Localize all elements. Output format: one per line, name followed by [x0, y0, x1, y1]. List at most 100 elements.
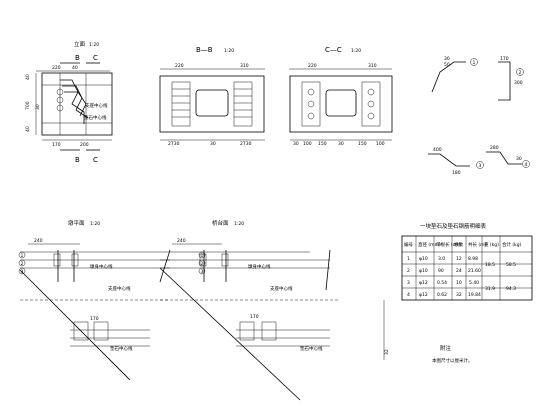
- section-mark-c-bottom: C: [93, 156, 98, 164]
- td-0-0: 1: [407, 256, 410, 262]
- rebar-table: 一块垫石及垫石钢筋明细表 编号 直径 (mm) 单根长 (cm) 根数 共长 (…: [401, 222, 533, 301]
- bb-dim-top-1: 220: [175, 63, 184, 69]
- abutment-plan-view: 桥台面 1:20 240 1 2 3 墩身中心线 支座中心线 垫石中心线 170…: [159, 219, 390, 401]
- td-0-6: 58.5: [506, 262, 516, 268]
- abut-plan-title: 桥台面: [212, 219, 229, 227]
- notes-line-1: 本图尺寸以厘米计。: [432, 357, 473, 364]
- pier-mark-1: 1: [21, 253, 24, 259]
- elevation-scale: 1:20: [89, 42, 99, 48]
- cc-dim-bot-1: 30: [293, 141, 299, 147]
- abut-marks: 1 2 3: [198, 251, 206, 275]
- td-0-1: φ10: [419, 256, 428, 262]
- section-cc-scale: 1:20: [351, 48, 361, 54]
- table-row: 2 φ10 90 24 21.60: [407, 268, 481, 274]
- notes-title: 附注: [440, 344, 452, 352]
- elev-dim-left-1: 40: [25, 74, 31, 80]
- elev-dim-top-1: 220: [52, 65, 61, 71]
- section-mark-b-top: B: [75, 54, 80, 62]
- cc-dim-bot-4: 30: [338, 141, 344, 147]
- pier-label-2: 支座中心线: [108, 285, 131, 292]
- td-3-0: 4: [407, 292, 410, 298]
- td-0-5: 18.5: [485, 262, 495, 268]
- bar3-dim-1: 400: [433, 147, 442, 153]
- pier-plan-view: 墩平面 1:20 240 1 2 3 墩身中心线 支座中心线 垫石中心线 170: [18, 219, 171, 381]
- pier-dim-top: 240: [34, 238, 43, 244]
- bar2-dim-2: 300: [514, 80, 523, 86]
- td-3-2: 0.62: [437, 292, 447, 298]
- bar3-mark: [476, 161, 484, 169]
- th-5: 重 (kg): [484, 241, 499, 248]
- section-cc-outline: [289, 75, 393, 133]
- th-2: 单根长 (cm): [436, 241, 462, 248]
- td-2-3: 10: [456, 280, 462, 286]
- cc-dim-bot-6: 100: [376, 141, 385, 147]
- bar-details: 30 50 1 170 300 2 400 180 3 280 30 4: [428, 56, 530, 176]
- td-0-4: 8.98: [468, 256, 478, 262]
- bar4-dim-2: 30: [516, 156, 522, 162]
- abut-label-1: 墩身中心线: [248, 263, 271, 270]
- abut-mark-1: 1: [201, 253, 204, 259]
- section-bb-view: B—B 1:20 220 310 2730 30 2730: [159, 46, 265, 147]
- td-1-0: 2: [407, 268, 410, 274]
- section-cc-view: C—C 1:20 220 310 30 100 150 30 150 100: [289, 46, 393, 147]
- pier-label-1: 墩身中心线: [90, 263, 113, 270]
- bar4-mark-text: 4: [525, 162, 528, 168]
- bar1-mark-text: 1: [473, 60, 476, 66]
- th-4: 共长 (m): [468, 241, 487, 248]
- th-6: 合计 (kg): [502, 241, 522, 248]
- cc-dim-top-1: 220: [308, 63, 317, 69]
- cc-dim-bot-5: 150: [358, 141, 367, 147]
- abut-dim-side: 32: [384, 349, 390, 355]
- bar3-mark-text: 3: [479, 163, 482, 169]
- pier-label-3: 垫石中心线: [110, 345, 133, 352]
- bar4-dim-1: 280: [490, 145, 499, 151]
- elevation-title: 立面: [74, 40, 86, 48]
- abut-mark-2: 2: [201, 261, 204, 267]
- abut-label-3: 垫石中心线: [300, 345, 323, 352]
- td-0-2: 3.0: [438, 256, 445, 262]
- abut-dim-bot: 170: [250, 314, 259, 320]
- elev-dim-left-3: 40: [25, 126, 31, 132]
- table-header: 编号 直径 (mm) 单根长 (cm) 根数 共长 (m) 重 (kg) 合计 …: [404, 241, 522, 248]
- elev-dim-bot-2: 200: [80, 142, 89, 148]
- bb-dim-top-2: 310: [240, 63, 249, 69]
- td-3-1: φ12: [419, 292, 428, 298]
- td-0-3: 12: [456, 256, 462, 262]
- td-1-4: 21.60: [468, 268, 481, 274]
- bar2-dim-1: 170: [500, 56, 509, 62]
- pier-mark-2: 2: [21, 261, 24, 267]
- bar2-mark: [516, 68, 524, 76]
- td-1-3: 24: [456, 268, 462, 274]
- table-title: 一块垫石及垫石钢筋明细表: [420, 222, 487, 230]
- elev-note: 支座中心线: [85, 102, 108, 109]
- abut-plan-scale: 1:20: [234, 221, 244, 227]
- bb-dim-bot-3: 2730: [240, 141, 252, 147]
- td-2-2: 0.54: [437, 280, 447, 286]
- cc-dim-bot-3: 150: [318, 141, 327, 147]
- bar1-dim-1: 30: [444, 56, 450, 62]
- abut-label-2: 支座中心线: [270, 285, 293, 292]
- abut-mark-3: 3: [201, 269, 204, 275]
- td-1-2: 90: [438, 268, 444, 274]
- table-row: 1 φ10 3.0 12 8.98 18.5 58.5: [407, 256, 516, 268]
- td-2-0: 3: [407, 280, 410, 286]
- bb-dim-bot-2: 30: [210, 141, 216, 147]
- td-3-4: 19.84: [468, 292, 481, 298]
- section-bb-scale: 1:20: [224, 48, 234, 54]
- bar3-dim-2: 180: [452, 170, 461, 176]
- td-1-1: φ10: [419, 268, 428, 274]
- cc-dim-bot-2: 100: [303, 141, 312, 147]
- pier-dim-bot: 170: [90, 316, 99, 322]
- elev-dim-left-2: 700: [25, 101, 31, 110]
- section-mark-b-bottom: B: [75, 156, 80, 164]
- elev-bearing-label: 垫石中心线: [84, 114, 107, 121]
- elev-dim-bot-1: 170: [52, 142, 61, 148]
- bar1-mark: [470, 58, 478, 66]
- pier-mark-3: 3: [21, 269, 24, 275]
- th-1: 直径 (mm): [418, 241, 441, 248]
- elev-dim-left-4: 30: [35, 104, 41, 110]
- bar1-dim-2: 50: [444, 62, 450, 68]
- elevation-view: 立面 1:20 B C 220 40 支座中心线 垫石中心线 40 700 40…: [25, 40, 113, 164]
- td-2-6: 94.3: [506, 286, 516, 292]
